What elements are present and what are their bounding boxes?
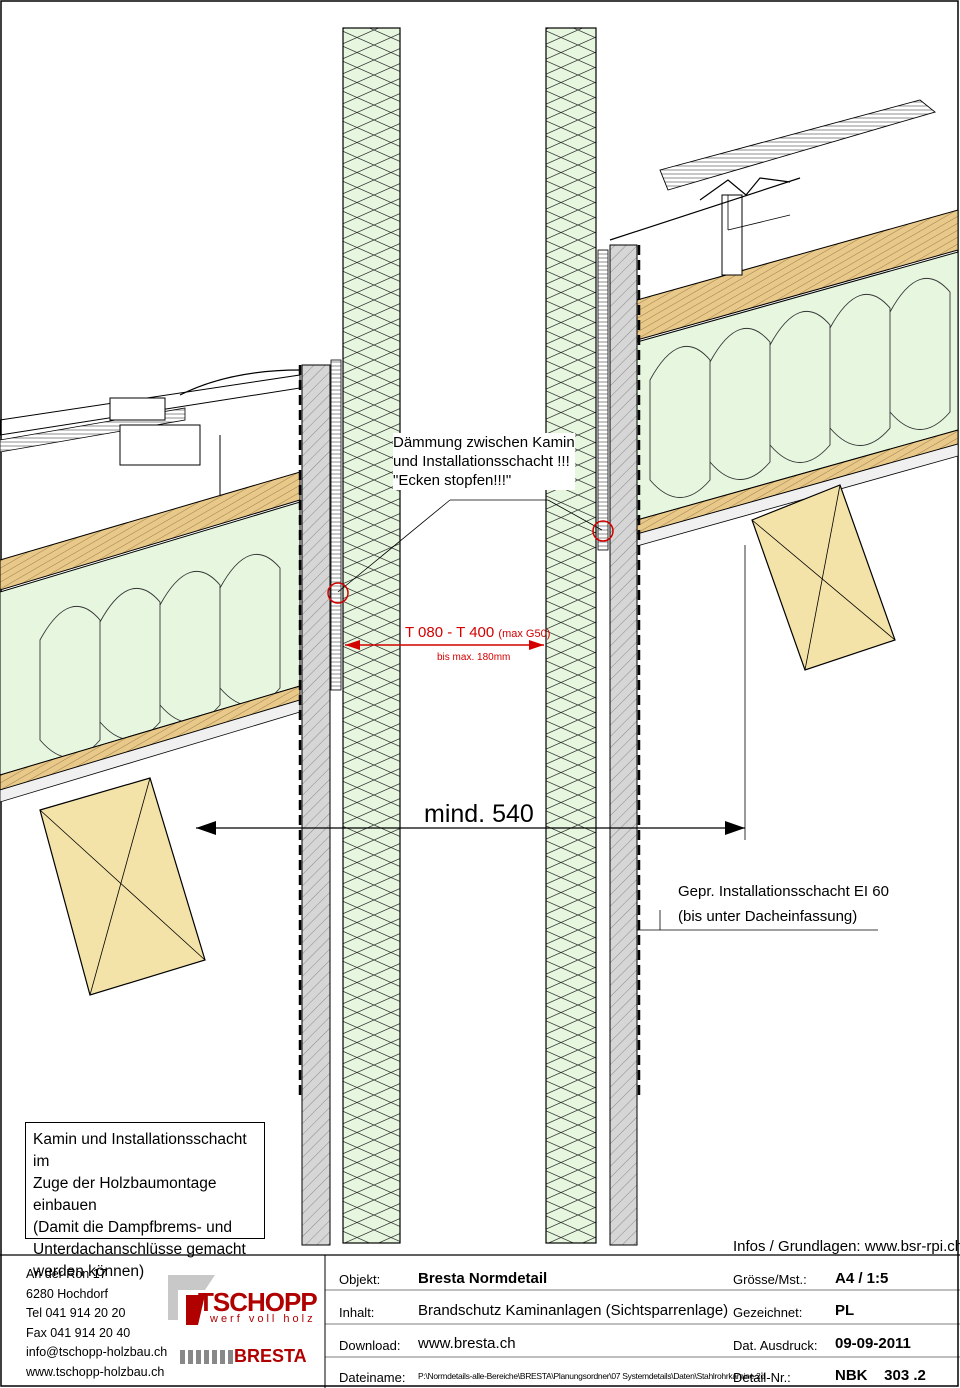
chimney-range-suffix: (max G50) [498, 628, 551, 640]
note-line-4: Unterdachanschlüsse gemacht [33, 1241, 246, 1258]
installation-shaft-walls [298, 244, 641, 1246]
datei-label: Dateiname: [339, 1370, 406, 1385]
chimney-insulation [342, 27, 597, 1244]
insulation-note-line-1: Dämmung zwischen Kamin [393, 434, 575, 451]
note-line-3: (Damit die Dampfbrems- und [33, 1219, 232, 1236]
company-address: An der Ron 17 6280 Hochdorf Tel 041 914 … [26, 1265, 167, 1382]
detail-value: NBK 303 .2 [835, 1367, 926, 1384]
detail-label: Detail-Nr.: [733, 1370, 791, 1385]
note-line-2: Zuge der Holzbaumontage einbauen [33, 1175, 217, 1214]
note-line-5: werden können) [33, 1263, 145, 1280]
tschopp-logo [168, 1275, 215, 1325]
bresta-logo [180, 1350, 233, 1364]
address-city: 6280 Hochdorf [26, 1286, 109, 1301]
info-link[interactable]: Infos / Grundlagen: www.bsr-rpi.ch [733, 1238, 960, 1255]
note-line-1: Kamin und Installationsschacht im [33, 1131, 247, 1170]
shaft-label-1: Gepr. Installationsschacht EI 60 [678, 883, 889, 900]
min-width-label: mind. 540 [424, 800, 534, 828]
address-email[interactable]: info@tschopp-holzbau.ch [26, 1345, 168, 1359]
shaft-label-2: (bis unter Dacheinfassung) [678, 908, 858, 925]
datum-label: Dat. Ausdruck: [733, 1338, 818, 1353]
gap-max-label: bis max. 180mm [437, 652, 511, 663]
address-phone: Tel 041 914 20 20 [26, 1306, 126, 1320]
insulation-note-line-2: und Installationsschacht !!! [393, 453, 570, 470]
address-street: An der Ron 17 [26, 1267, 107, 1281]
objekt-value: Bresta Normdetail [418, 1270, 548, 1287]
assembly-note-box: Kamin und Installationsschacht im Zuge d… [25, 1122, 265, 1280]
datum-value: 09-09-2011 [835, 1335, 911, 1352]
download-label: Download: [339, 1338, 401, 1353]
min-width-dimension [196, 545, 746, 840]
bresta-logo-text: BRESTA [234, 1346, 307, 1366]
inhalt-value: Brandschutz Kaminanlagen (Sichtsparrenla… [418, 1302, 729, 1319]
address-fax: Fax 041 914 20 40 [26, 1325, 131, 1340]
download-value[interactable]: www.bresta.ch [418, 1335, 516, 1352]
tschopp-logo-tagline: werf voll holz [210, 1313, 316, 1325]
marker-circle-left [327, 582, 349, 604]
groesse-value: A4 / 1:5 [835, 1270, 889, 1287]
address-web[interactable]: www.tschopp-holzbau.ch [26, 1364, 165, 1379]
tschopp-logo-name: TSCHOPP [198, 1287, 318, 1317]
gezeichnet-label: Gezeichnet: [733, 1305, 803, 1320]
left-roof [0, 369, 301, 996]
groesse-label: Grösse/Mst.: [733, 1272, 807, 1287]
insulation-note-line-3: "Ecken stopfen!!!" [393, 472, 512, 489]
chimney-range: T 080 - T 400 [405, 624, 495, 641]
inhalt-label: Inhalt: [339, 1305, 375, 1320]
datei-value: P:\Normdetails-alle-Bereiche\BRESTA\Plan… [418, 1371, 765, 1381]
gezeichnet-value: PL [835, 1302, 855, 1319]
objekt-label: Objekt: [339, 1272, 381, 1287]
chimney-range-label: T 080 - T 400 (max G50) [405, 624, 550, 641]
marker-circle-right [592, 520, 614, 542]
right-roof [609, 99, 959, 671]
chimney-dimension-arrow [345, 640, 544, 650]
insulation-note: Dämmung zwischen Kamin und Installations… [393, 433, 575, 490]
